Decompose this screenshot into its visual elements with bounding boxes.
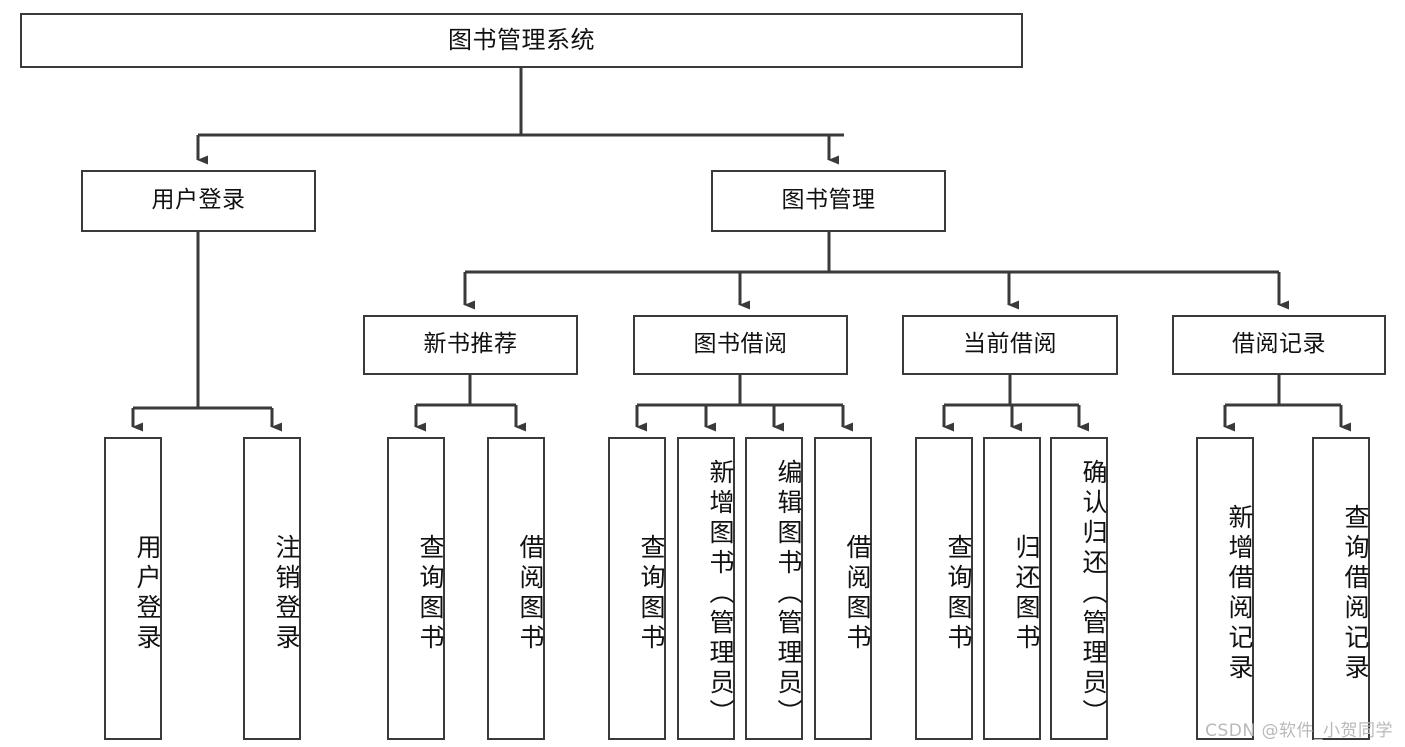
node-book-borrow[interactable]: 图书借阅 [633,315,848,375]
node-leaf-user-login[interactable]: 用户登录 [104,437,162,740]
leaf-label: 注销登录 [272,533,301,654]
csdn-watermark: CSDN @软件_小贺同学 [1205,721,1393,741]
leaf-label: 查询图书 [944,533,973,654]
leaf-label: 借阅图书 [516,533,545,654]
node-borrow-record[interactable]: 借阅记录 [1172,315,1386,375]
node-leaf-query-book-recommend[interactable]: 查询图书 [387,437,445,740]
leaf-label: 查询图书 [637,533,666,654]
node-leaf-borrow-book[interactable]: 借阅图书 [814,437,872,740]
node-user-login[interactable]: 用户登录 [81,170,316,232]
leaf-label: 用户登录 [133,533,162,654]
leaf-label: 借阅图书 [843,533,872,654]
leaf-label: 确认归还（管理员） [1079,458,1108,729]
leaf-label: 新增借阅记录 [1225,503,1254,684]
node-current-borrow[interactable]: 当前借阅 [902,315,1118,375]
node-leaf-query-book-current[interactable]: 查询图书 [915,437,973,740]
node-new-book-recommend[interactable]: 新书推荐 [363,315,578,375]
leaf-label: 查询借阅记录 [1341,503,1370,684]
leaf-label: 新增图书（管理员） [706,458,735,729]
node-leaf-return-book[interactable]: 归还图书 [983,437,1041,740]
node-leaf-add-borrow-record[interactable]: 新增借阅记录 [1196,437,1254,740]
node-leaf-add-book-admin[interactable]: 新增图书（管理员） [677,437,735,740]
node-leaf-query-book-borrow[interactable]: 查询图书 [608,437,666,740]
leaf-label: 查询图书 [416,533,445,654]
leaf-label: 归还图书 [1012,533,1041,654]
leaf-label: 编辑图书（管理员） [774,458,803,729]
node-book-management[interactable]: 图书管理 [711,170,946,232]
node-leaf-confirm-return-admin[interactable]: 确认归还（管理员） [1050,437,1108,740]
node-root[interactable]: 图书管理系统 [20,13,1023,68]
node-leaf-edit-book-admin[interactable]: 编辑图书（管理员） [745,437,803,740]
node-leaf-query-borrow-record[interactable]: 查询借阅记录 [1312,437,1370,740]
node-leaf-logout[interactable]: 注销登录 [243,437,301,740]
node-leaf-borrow-book-recommend[interactable]: 借阅图书 [487,437,545,740]
